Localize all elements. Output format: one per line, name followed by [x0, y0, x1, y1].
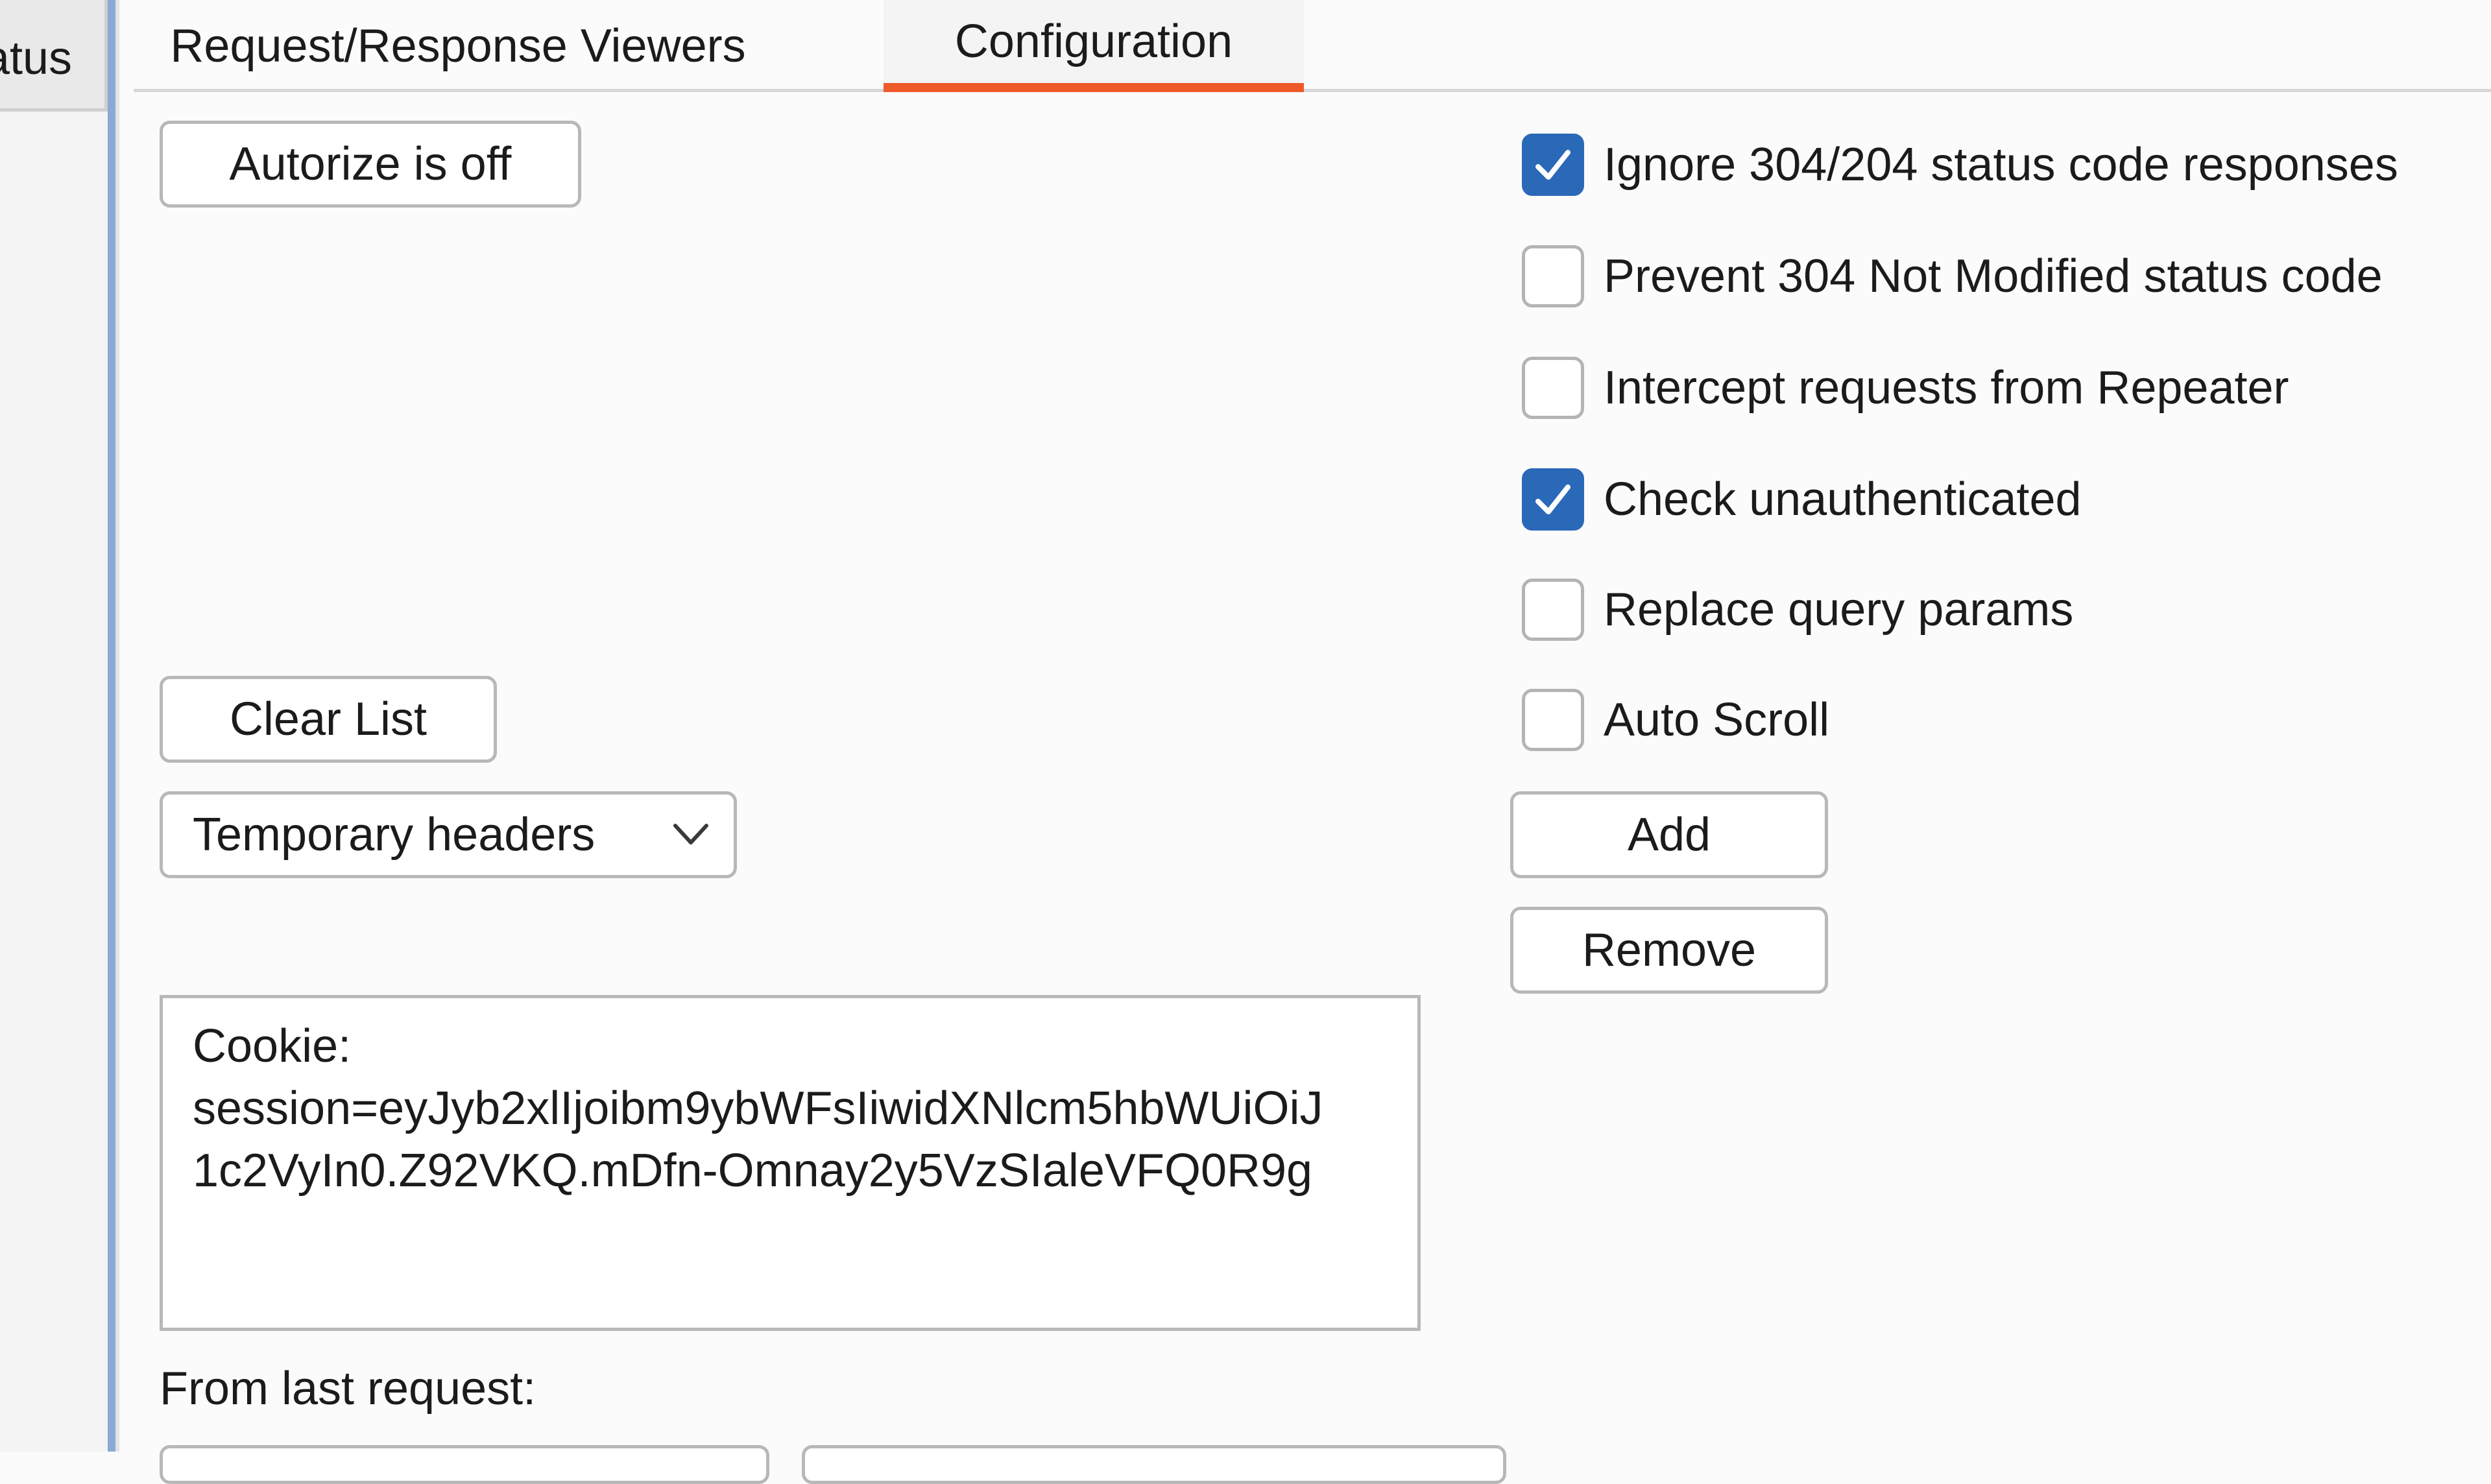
tab-request-response-viewers[interactable]: Request/Response Viewers: [170, 0, 745, 92]
header-type-select[interactable]: Temporary headers: [160, 791, 737, 878]
from-last-request-field[interactable]: [802, 1445, 1506, 1484]
add-header-button[interactable]: Add: [1510, 791, 1828, 878]
checkbox-label: Replace query params: [1604, 584, 2074, 636]
tab-label: Configuration: [954, 16, 1233, 67]
checkbox-auto-scroll[interactable]: Auto Scroll: [1522, 688, 1829, 752]
split-pane-divider-edge: [115, 0, 119, 1452]
checkbox-box[interactable]: [1522, 689, 1584, 751]
checkbox-ignore-304-204[interactable]: Ignore 304/204 status code responses: [1522, 132, 2398, 197]
checkbox-box[interactable]: [1522, 134, 1584, 196]
checkbox-replace-query-params[interactable]: Replace query params: [1522, 577, 2073, 642]
chevron-down-icon: [673, 824, 708, 844]
from-last-request-select[interactable]: [160, 1445, 769, 1484]
autorize-toggle-button[interactable]: Autorize is off: [160, 121, 581, 208]
checkbox-label: Ignore 304/204 status code responses: [1604, 139, 2398, 191]
checkbox-intercept-repeater[interactable]: Intercept requests from Repeater: [1522, 355, 2289, 420]
headers-textarea[interactable]: Cookie: session=eyJyb2xlIjoibm9ybWFsIiwi…: [160, 995, 1421, 1331]
results-table-panel: [0, 0, 108, 1452]
tab-label: Request/Response Viewers: [170, 20, 746, 72]
header-type-select-value: Temporary headers: [193, 809, 596, 861]
checkbox-box[interactable]: [1522, 579, 1584, 641]
checkbox-box[interactable]: [1522, 245, 1584, 307]
clear-list-button[interactable]: Clear List: [160, 676, 497, 763]
checkbox-box[interactable]: [1522, 357, 1584, 419]
checkbox-label: Auto Scroll: [1604, 694, 1830, 746]
split-pane-divider[interactable]: [108, 0, 115, 1452]
table-column-header-status[interactable]: atus: [0, 0, 108, 112]
checkbox-box[interactable]: [1522, 468, 1584, 531]
checkbox-prevent-304[interactable]: Prevent 304 Not Modified status code: [1522, 244, 2383, 309]
checkbox-label: Prevent 304 Not Modified status code: [1604, 250, 2383, 302]
checkmark-icon: [1535, 150, 1570, 180]
column-header-label: atus: [0, 32, 72, 84]
from-last-request-label: From last request:: [160, 1363, 536, 1415]
checkbox-label: Intercept requests from Repeater: [1604, 362, 2289, 414]
remove-header-button[interactable]: Remove: [1510, 907, 1828, 994]
checkbox-check-unauthenticated[interactable]: Check unauthenticated: [1522, 467, 2082, 532]
checkbox-label: Check unauthenticated: [1604, 473, 2082, 525]
tab-configuration[interactable]: Configuration: [884, 0, 1304, 92]
tab-bar: Request/Response Viewers Configuration: [134, 0, 2491, 92]
checkmark-icon: [1535, 485, 1570, 514]
